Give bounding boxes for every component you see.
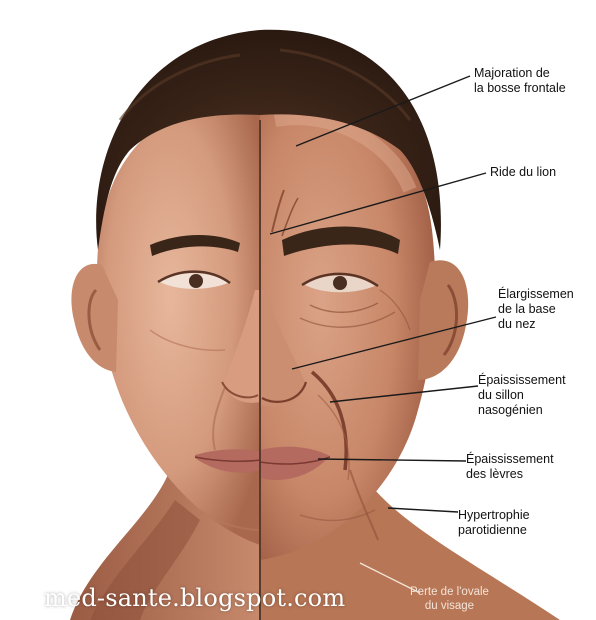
face-left bbox=[97, 95, 260, 545]
label-frontal-bossing: Majoration de la bosse frontale bbox=[474, 66, 566, 96]
label-nasolabial-fold: Épaississement du sillon nasogénien bbox=[478, 373, 566, 418]
leader-parotid bbox=[388, 508, 458, 512]
label-oval-loss: Perte de l'ovale du visage bbox=[410, 585, 489, 613]
label-lip-thickening: Épaississement des lèvres bbox=[466, 452, 554, 482]
watermark-text: med-sante.blogspot.com bbox=[44, 584, 345, 612]
label-nose-widening: Élargissemen de la base du nez bbox=[498, 287, 574, 332]
label-frown-line: Ride du lion bbox=[490, 165, 556, 180]
label-parotid-hypertrophy: Hypertrophie parotidienne bbox=[458, 508, 530, 538]
